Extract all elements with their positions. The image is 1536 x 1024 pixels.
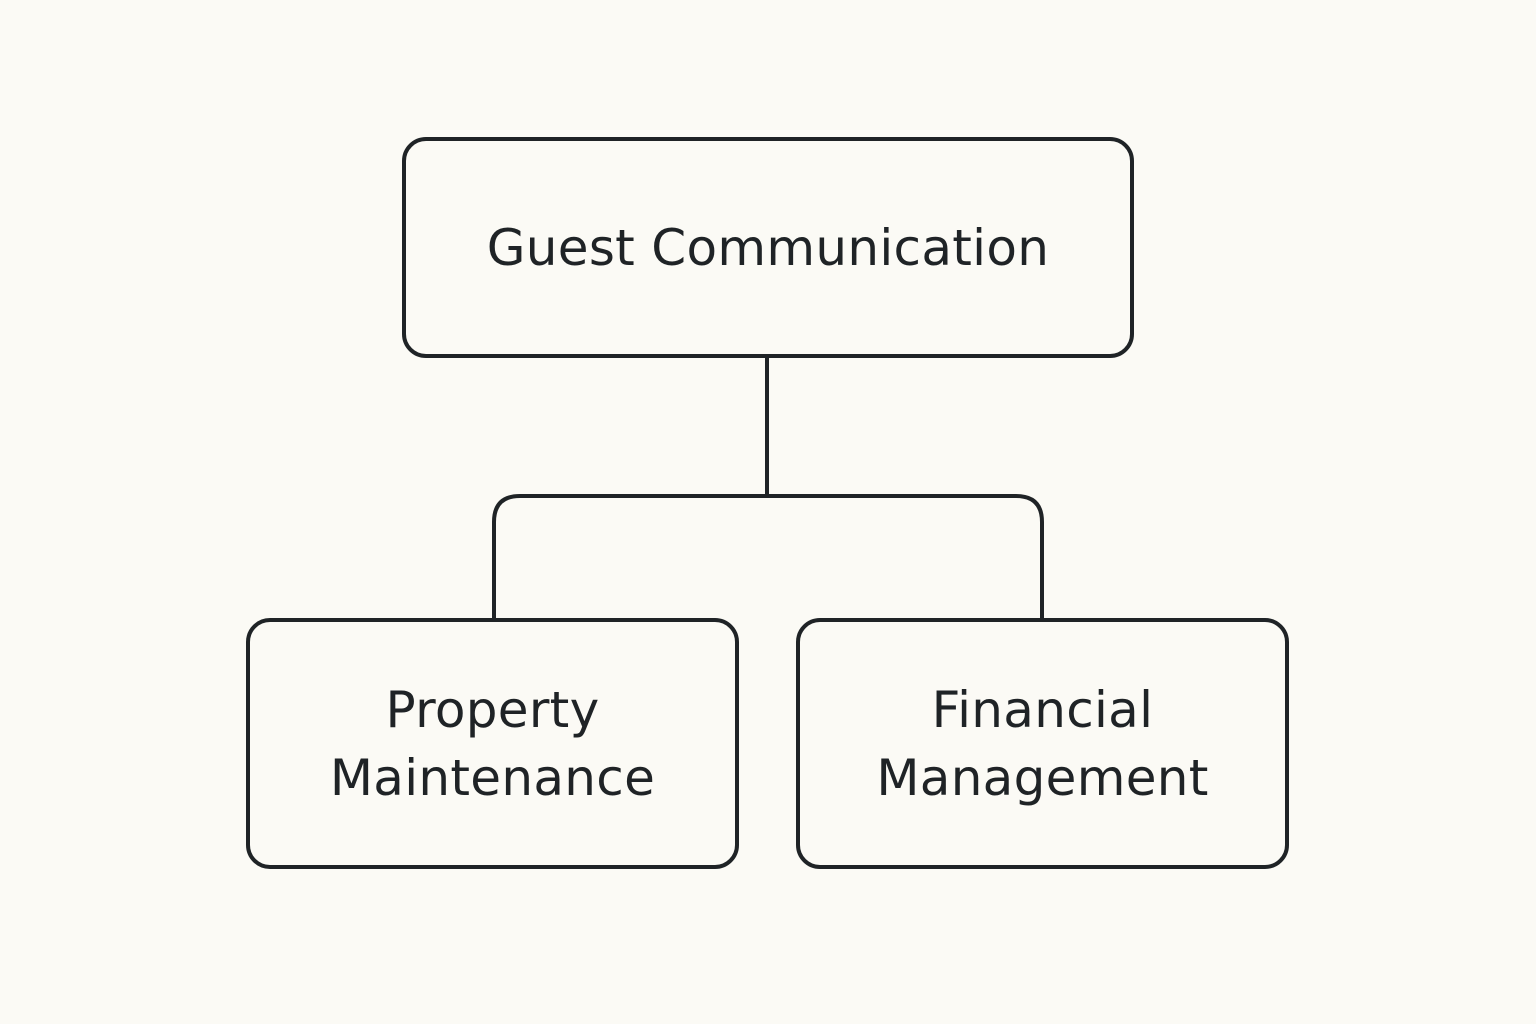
connector-branch-right bbox=[767, 494, 1044, 618]
node-label-guest-communication: Guest Communication bbox=[486, 218, 1050, 277]
connector-branch-left bbox=[492, 494, 767, 618]
node-financial-management: Financial Management bbox=[796, 618, 1289, 869]
node-guest-communication: Guest Communication bbox=[402, 137, 1134, 358]
node-label-property-maintenance: Property Maintenance bbox=[329, 680, 656, 807]
node-label-financial-management: Financial Management bbox=[876, 680, 1209, 807]
node-property-maintenance: Property Maintenance bbox=[246, 618, 739, 869]
